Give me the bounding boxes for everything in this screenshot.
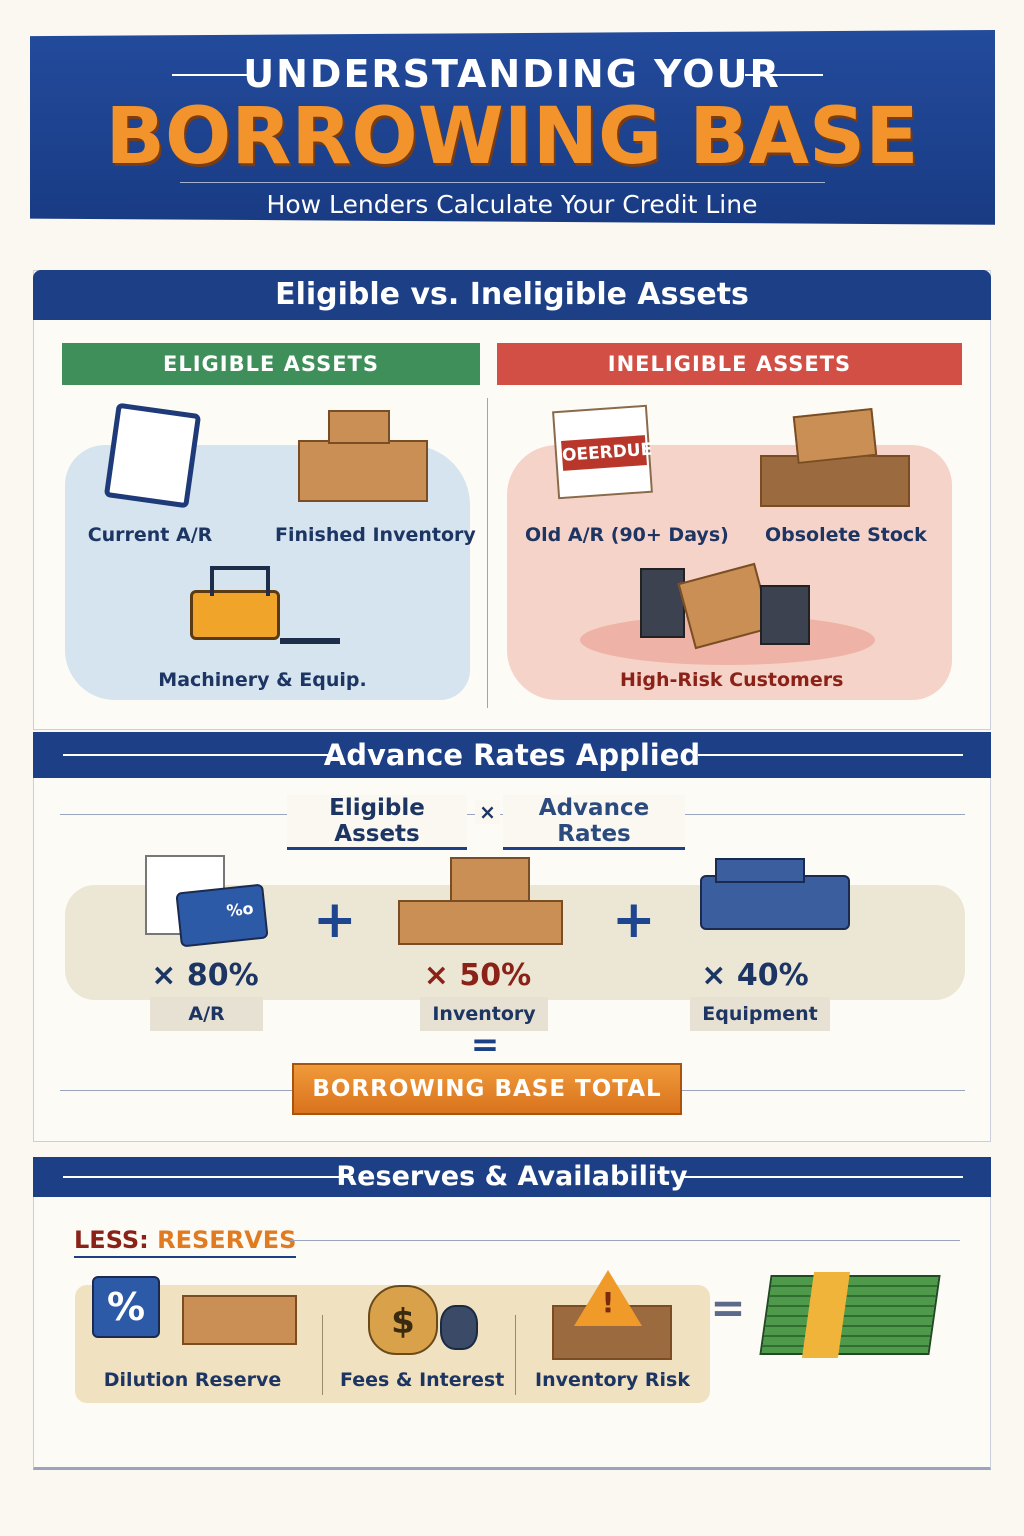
eligible-item: Machinery & Equip. [158,669,367,691]
ineligible-item: Old A/R (90+ Days) [525,524,729,546]
rate-value: × 80% [151,958,259,993]
borrowing-base-total: BORROWING BASE TOTAL [292,1063,682,1115]
forklift-fork [280,638,340,644]
reserve-item: Fees & Interest [340,1369,505,1391]
boxes-icon [398,900,563,945]
formula-eligible: Eligible Assets [287,795,467,850]
ineligible-item: Obsolete Stock [765,524,927,546]
section-title: Advance Rates Applied [323,738,701,772]
rate-label: Equipment [690,997,830,1031]
damaged-boxes-icon [760,455,910,507]
rate-label: Inventory [420,997,548,1031]
section-title: Reserves & Availability [336,1161,688,1192]
section-reserves-header: Reserves & Availability [33,1157,991,1197]
plus-icon: + [313,890,357,950]
boxes-icon [182,1295,297,1345]
equals-icon: = [710,1283,746,1332]
divider [745,74,823,76]
cash-stack-icon [759,1275,941,1355]
divider [172,74,250,76]
overdue-stamp: OEERDUE [561,435,653,471]
coins-icon [440,1305,478,1350]
ineligible-item: High-Risk Customers [620,669,844,691]
title-line1: UNDERSTANDING YOUR [243,52,781,96]
warning-icon [574,1270,642,1326]
box [792,407,878,465]
boxes-icon [298,440,428,502]
building-icon [640,568,685,638]
reserve-item: Inventory Risk [535,1369,690,1391]
subtitle: How Lenders Calculate Your Credit Line [266,190,758,219]
rate-value: × 50% [423,958,532,993]
equals-icon: = [470,1025,500,1065]
reserve-item: Dilution Reserve [103,1369,282,1391]
reserves-label: RESERVES [157,1226,297,1254]
formula-times: × [475,800,500,824]
formula-rates: Advance Rates [503,795,685,850]
forklift-cab [210,566,270,596]
divider [322,1315,323,1395]
section-title: Eligible vs. Ineligible Assets [275,277,749,312]
box [450,857,530,902]
less-label: LESS: [74,1226,149,1254]
section-eligibility-header: Eligible vs. Ineligible Assets [33,270,991,320]
truck-cab [715,858,805,883]
ineligible-heading: INELIGIBLE ASSETS [497,343,962,385]
less-reserves-label: LESS: RESERVES [74,1226,297,1258]
eligible-item: Finished Inventory [275,524,476,546]
rate-label: A/R [150,997,263,1031]
plus-icon: + [612,890,656,950]
title-line2: BORROWING BASE [105,92,919,182]
divider [487,398,488,708]
eligible-heading: ELIGIBLE ASSETS [62,343,480,385]
percent-icon: % [92,1276,160,1338]
eligible-item: Current A/R [87,524,213,546]
money-bag-icon: $ [368,1285,438,1355]
divider [290,1240,960,1241]
rate-value: × 40% [701,958,809,993]
clipboard-icon [103,402,202,509]
forklift-icon [190,590,280,640]
divider [180,182,825,183]
section-advance-header: Advance Rates Applied [33,732,991,778]
truck-icon [700,875,850,930]
warning-mark: ! [601,1286,615,1319]
box [328,410,390,444]
divider [515,1315,516,1395]
credit-card-icon: %o [175,883,269,948]
building-icon [760,585,810,645]
header-banner [30,30,995,225]
